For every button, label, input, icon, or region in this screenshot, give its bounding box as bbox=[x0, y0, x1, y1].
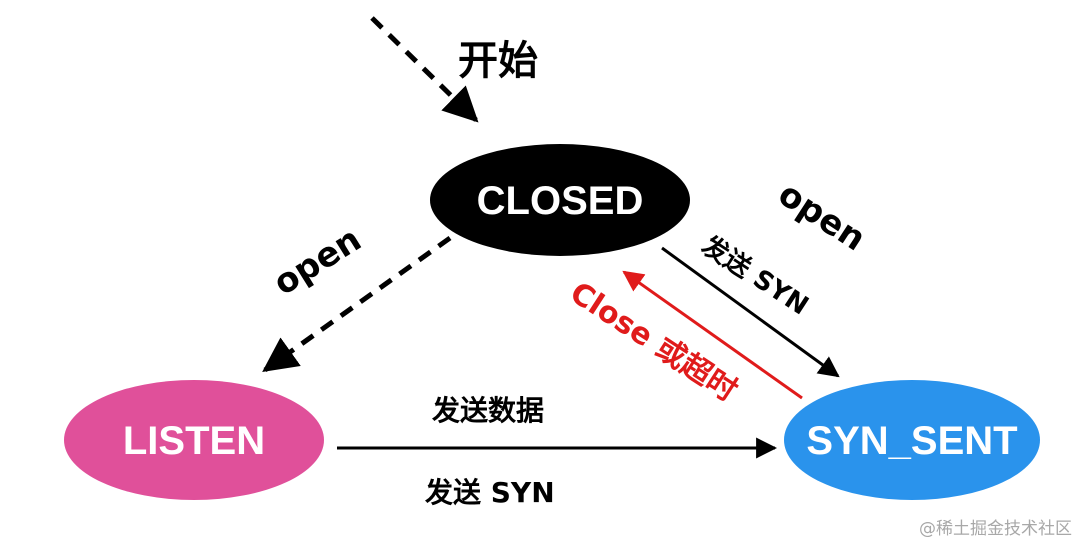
start-arrow bbox=[370, 16, 479, 123]
node-syn-sent-shape bbox=[784, 380, 1040, 500]
closed-to-listen-label: open bbox=[267, 219, 369, 303]
node-listen-label: LISTEN bbox=[123, 419, 265, 463]
closed-to-syn-sent-arrow bbox=[661, 246, 840, 378]
listen-to-syn-sent-bottom-label: 发送 SYN bbox=[424, 476, 555, 509]
closed-to-syn-sent-bottom-label: 发送 SYN bbox=[695, 229, 814, 321]
syn-sent-to-closed-arrow bbox=[622, 270, 803, 400]
node-closed-label: CLOSED bbox=[477, 179, 644, 223]
closed-to-syn-sent-top-label: open bbox=[771, 174, 872, 259]
node-closed-shape bbox=[430, 144, 690, 256]
listen-to-syn-sent-top-label: 发送数据 bbox=[431, 394, 544, 427]
node-listen-shape bbox=[64, 380, 324, 500]
start-label: 开始 bbox=[458, 38, 538, 84]
closed-to-listen-arrow bbox=[262, 235, 452, 373]
watermark: @稀土掘金技术社区 bbox=[919, 519, 1072, 539]
node-syn-sent-label: SYN_SENT bbox=[806, 419, 1017, 463]
node-syn-sent: SYN_SENT bbox=[784, 380, 1040, 500]
node-listen: LISTEN bbox=[64, 380, 324, 500]
node-closed: CLOSED bbox=[430, 144, 690, 256]
syn-sent-to-closed-label: Close 或超时 bbox=[564, 275, 744, 409]
